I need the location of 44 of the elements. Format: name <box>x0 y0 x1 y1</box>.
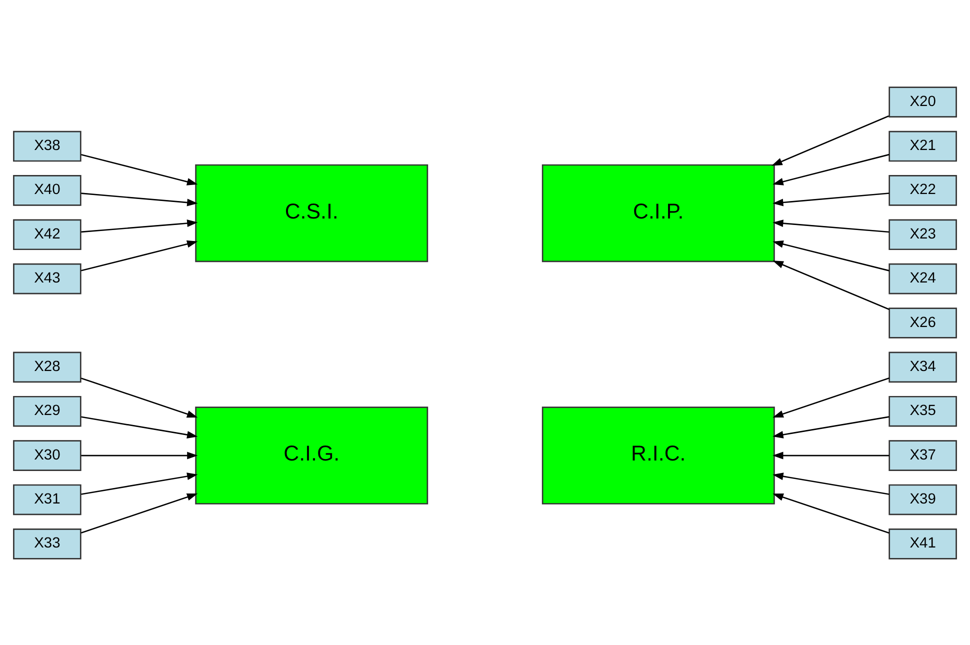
node-box: X26 <box>888 307 957 338</box>
node-box: X41 <box>888 528 957 559</box>
node-box: X38 <box>13 130 82 162</box>
node-box: X21 <box>888 130 957 162</box>
node-box: C.I.P. <box>542 164 775 262</box>
arrow <box>80 240 198 271</box>
arrow <box>772 416 890 438</box>
arrow <box>772 219 890 232</box>
arrow <box>81 451 198 459</box>
node-box: X33 <box>13 528 82 559</box>
node-box: X30 <box>13 440 82 470</box>
arrow <box>772 260 890 310</box>
node-box: X22 <box>888 174 957 206</box>
arrow <box>772 451 890 459</box>
arrow <box>80 377 198 418</box>
arrow <box>772 192 890 206</box>
arrow <box>81 192 198 206</box>
arrow <box>80 492 198 534</box>
node-box: X20 <box>888 86 957 117</box>
node-box: C.I.G. <box>195 406 428 504</box>
arrow <box>772 493 890 534</box>
node-box: X24 <box>888 262 957 294</box>
node-box: X40 <box>13 174 82 206</box>
arrow <box>80 153 198 185</box>
node-box: X28 <box>13 351 82 382</box>
arrow <box>772 376 890 418</box>
arrow <box>772 472 890 494</box>
arrow <box>81 219 198 232</box>
arrow <box>81 416 198 438</box>
node-box: X43 <box>13 262 82 294</box>
arrow <box>772 240 890 271</box>
arrow <box>81 472 198 494</box>
arrow <box>772 114 890 166</box>
node-box: X34 <box>888 351 957 382</box>
node-box: X42 <box>13 218 82 250</box>
node-box: R.I.C. <box>542 406 775 504</box>
node-box: X29 <box>13 395 82 426</box>
node-box: X35 <box>888 395 957 426</box>
node-box: X23 <box>888 218 957 250</box>
node-box: X31 <box>13 484 82 515</box>
arrow <box>772 153 890 185</box>
node-box: X39 <box>888 484 957 515</box>
node-box: C.S.I. <box>195 164 428 262</box>
node-box: X37 <box>888 440 957 470</box>
